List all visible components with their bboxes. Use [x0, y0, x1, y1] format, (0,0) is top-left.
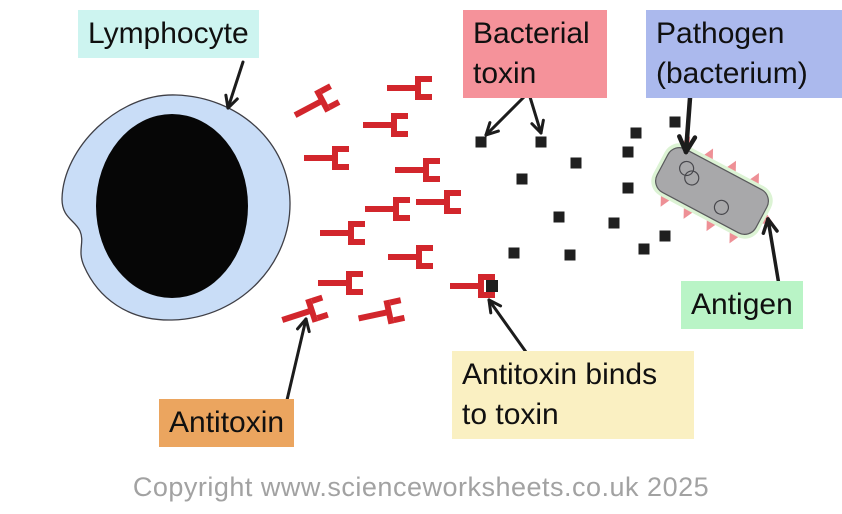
- antitoxin-shape: [293, 83, 341, 118]
- toxins-layer: [475, 116, 681, 261]
- copyright-text: Copyright www.scienceworksheets.co.uk 20…: [132, 472, 710, 502]
- toxin-square: [659, 230, 671, 242]
- lymphocyte-label: Lymphocyte: [78, 10, 259, 58]
- toxin-square: [669, 116, 681, 128]
- antitoxin-shape: [416, 190, 461, 214]
- antigen-label: Antigen: [681, 281, 803, 329]
- antitoxin-shape: [320, 221, 365, 245]
- antitoxin-shape: [281, 294, 329, 323]
- antitoxin-shape: [387, 76, 432, 100]
- antitoxin-shape: [365, 197, 410, 221]
- toxin-square: [638, 243, 650, 255]
- arrow-lymphocyte: [224, 60, 245, 110]
- toxin-square: [564, 249, 576, 261]
- pathogen-plasmids: [679, 160, 730, 215]
- arrow-bacterial-toxin-left: [484, 95, 526, 137]
- arrow-pathogen: [677, 95, 698, 155]
- toxin-square: [622, 182, 634, 194]
- toxin-square: [622, 146, 634, 158]
- antitoxin-binds-label: Antitoxin binds to toxin: [452, 351, 694, 439]
- antitoxins-layer: [281, 76, 498, 325]
- lymphocyte-cell: [61, 94, 291, 321]
- arrow-antitoxin-binds: [487, 298, 528, 354]
- lymphocyte-nucleus: [96, 114, 248, 298]
- antitoxin-shape: [357, 297, 406, 325]
- toxin-square: [553, 211, 565, 223]
- toxin-square: [508, 247, 520, 259]
- toxin-square: [535, 136, 547, 148]
- antitoxin-shape: [395, 158, 440, 182]
- arrows-layer: [224, 60, 781, 402]
- antitoxin-shape: [304, 146, 349, 170]
- antitoxin-shape: [388, 245, 433, 269]
- arrow-antigen: [761, 217, 781, 287]
- pathogen-body: [655, 147, 769, 235]
- toxin-square: [608, 217, 620, 229]
- pathogen-label: Pathogen (bacterium): [646, 10, 842, 98]
- bound-toxin-square: [486, 280, 498, 292]
- antitoxin-shape: [363, 113, 408, 137]
- antitoxin-shape: [318, 271, 363, 295]
- toxin-square: [570, 157, 582, 169]
- antitoxin-shape: [450, 274, 495, 298]
- arrow-antitoxin: [285, 317, 311, 402]
- toxin-square: [630, 127, 642, 139]
- antitoxin-label: Antitoxin: [159, 399, 295, 447]
- arrow-bacterial-toxin-right: [528, 95, 545, 135]
- bacterial-toxin-label: Bacterial toxin: [463, 10, 607, 98]
- toxin-square: [475, 136, 487, 148]
- toxin-square: [516, 173, 528, 185]
